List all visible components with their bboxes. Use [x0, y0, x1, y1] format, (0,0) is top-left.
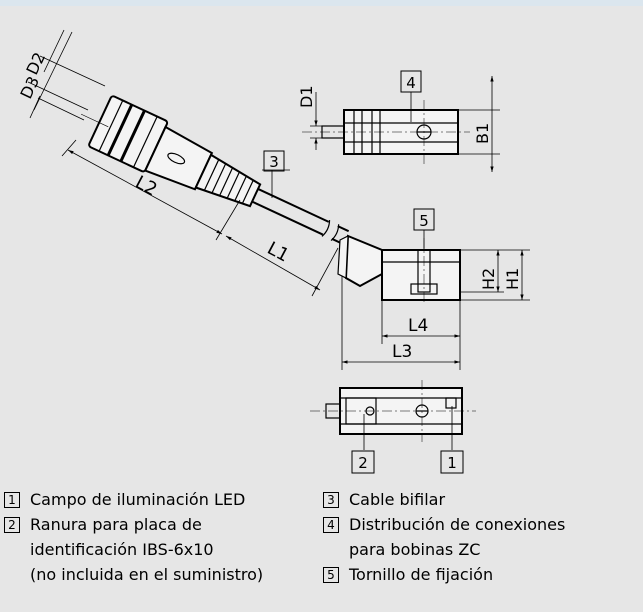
- svg-text:3: 3: [269, 153, 279, 171]
- legend-item-2: 2 Ranura para placa de: [4, 515, 263, 540]
- angled-connector: [80, 95, 350, 245]
- legend-number-box: 3: [323, 492, 339, 508]
- label-l1: L1: [264, 238, 293, 267]
- legend-text-continued: identificación IBS-6x10: [30, 540, 214, 559]
- legend-text: Tornillo de fijación: [349, 565, 494, 584]
- callout-3: 3: [263, 150, 285, 172]
- label-h1: H1: [503, 268, 522, 290]
- bottom-view-connector: [310, 380, 476, 450]
- svg-text:5: 5: [419, 212, 429, 230]
- legend-item-1: 1 Campo de iluminación LED: [4, 490, 263, 515]
- legend-text-continued: para bobinas ZC: [349, 540, 481, 559]
- legend-text-continued: (no incluida en el suministro): [30, 565, 264, 584]
- label-l3: L3: [392, 342, 412, 362]
- legend-text: Cable bifilar: [349, 490, 446, 509]
- dimension-l2: [61, 139, 241, 241]
- legend-number-box: 4: [323, 517, 339, 533]
- label-d2: D2: [22, 49, 49, 77]
- callout-2: 2: [351, 450, 375, 474]
- legend-number-box: 2: [4, 517, 20, 533]
- legend-text: Campo de iluminación LED: [30, 490, 246, 509]
- label-l2: L2: [132, 172, 161, 201]
- top-view-connector: [302, 76, 500, 172]
- callout-5: 5: [413, 208, 435, 231]
- top-accent-bar: [0, 0, 643, 6]
- svg-text:1: 1: [447, 454, 457, 472]
- dimension-l1: [225, 235, 339, 297]
- legend-item-5: 5 Tornillo de fijación: [323, 565, 565, 590]
- legend-item-3: 3 Cable bifilar: [323, 490, 565, 515]
- legend-right: 3 Cable bifilar 4 Distribución de conexi…: [323, 490, 565, 590]
- callout-1: 1: [440, 450, 464, 474]
- side-view-connector: [337, 230, 530, 370]
- callout-4: 4: [400, 70, 422, 93]
- legend-text: Distribución de conexiones: [349, 515, 566, 534]
- label-l4: L4: [408, 316, 428, 336]
- legend-number-box: 1: [4, 492, 20, 508]
- label-h2: H2: [479, 268, 498, 290]
- legend-number-box: 5: [323, 567, 339, 583]
- svg-text:2: 2: [358, 454, 368, 472]
- label-d1: D1: [297, 86, 316, 109]
- dimension-d2-d3: [27, 29, 106, 121]
- legend-left: 1 Campo de iluminación LED 2 Ranura para…: [4, 490, 263, 590]
- legend-text: Ranura para placa de: [30, 515, 202, 534]
- legend-item-4: 4 Distribución de conexiones: [323, 515, 565, 540]
- label-b1: B1: [473, 123, 492, 144]
- svg-text:4: 4: [406, 74, 416, 92]
